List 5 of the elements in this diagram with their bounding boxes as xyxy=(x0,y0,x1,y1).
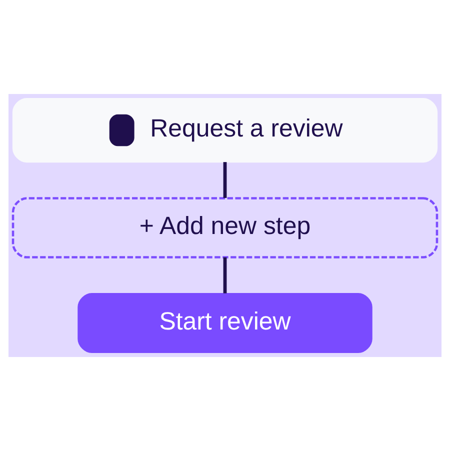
node-box: Request a review xyxy=(12,97,438,162)
node-box: + Add new step xyxy=(12,196,438,258)
connector xyxy=(223,162,227,198)
connector xyxy=(223,256,227,293)
node-box: Start review xyxy=(78,292,372,353)
